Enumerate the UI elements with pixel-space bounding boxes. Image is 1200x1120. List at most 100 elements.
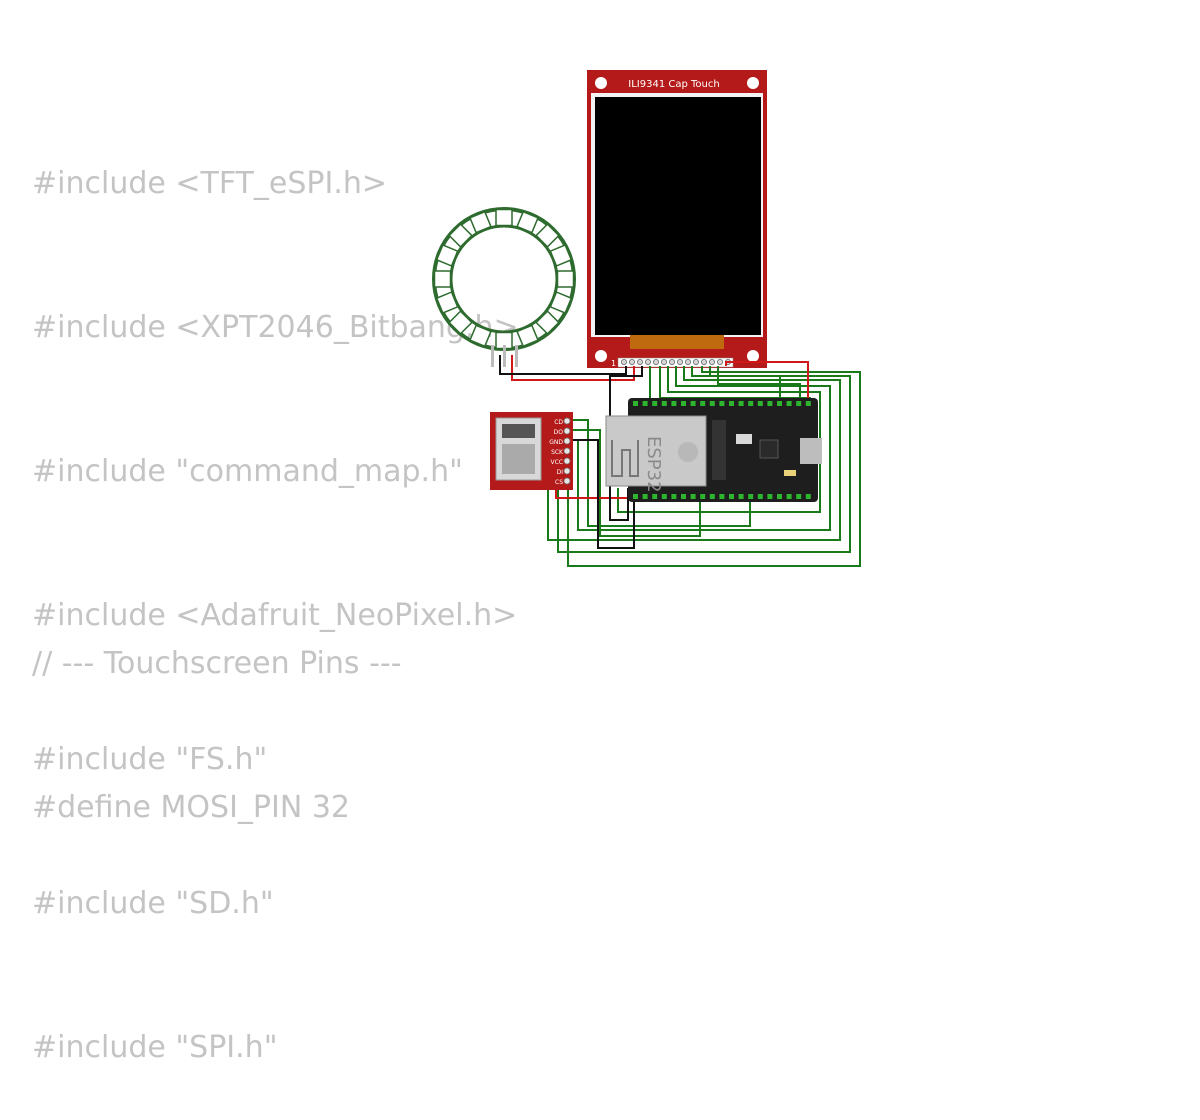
esp32-pin xyxy=(690,494,696,499)
wire-black xyxy=(499,355,627,375)
esp32-pin xyxy=(777,401,782,406)
code-line: #include "SD.h" xyxy=(32,886,274,921)
esp32-pin xyxy=(767,494,773,499)
sd-pin-label: DI xyxy=(557,469,564,476)
neopixel-led xyxy=(549,244,573,267)
esp32-pin xyxy=(709,401,715,406)
wire-red xyxy=(511,355,635,381)
usb-chip xyxy=(759,439,779,459)
sd-pin xyxy=(563,447,571,455)
ili9341-display[interactable]: ILI9341 Cap Touch 1 xyxy=(587,70,767,368)
header-pin xyxy=(629,358,636,365)
sd-pin xyxy=(563,457,571,465)
neopixel-led xyxy=(549,291,573,314)
esp32-pin xyxy=(661,401,667,406)
esp32-pin xyxy=(738,494,744,499)
esp32-pin xyxy=(652,494,658,499)
header-pin xyxy=(717,358,724,365)
display-pins xyxy=(621,358,732,365)
esp32-pin xyxy=(767,401,773,406)
ring-leds xyxy=(433,208,575,350)
sd-pin xyxy=(563,437,571,445)
header-pin xyxy=(693,358,700,365)
neopixel-led xyxy=(448,223,473,248)
esp32-pin xyxy=(796,494,802,499)
code-line: #include <TFT_eSPI.h> xyxy=(32,166,388,201)
esp32-pin xyxy=(652,401,658,406)
esp32-pin xyxy=(633,494,638,499)
sd-pin xyxy=(563,427,571,435)
esp32-pin xyxy=(661,494,667,499)
sd-pin-label: SCK xyxy=(551,449,564,456)
header-pin xyxy=(653,358,660,365)
esp32-pin xyxy=(671,401,677,406)
ring-pin xyxy=(515,345,518,367)
neopixel-led xyxy=(516,210,539,234)
esp32-chip-label: ESP32 xyxy=(643,436,664,493)
display-flex-cable xyxy=(630,335,724,349)
esp32-pin xyxy=(805,494,811,499)
neopixel-led xyxy=(448,310,473,335)
wire-red xyxy=(725,361,809,410)
led-indicator xyxy=(784,470,796,476)
sd-pin xyxy=(563,477,571,485)
esp32-pin xyxy=(690,401,696,406)
sd-pin-label: VCC xyxy=(551,459,563,466)
neopixel-led xyxy=(535,310,560,335)
esp32-pin xyxy=(796,401,802,406)
esp32-pin xyxy=(786,494,792,499)
sd-pin-label: CD xyxy=(554,419,563,426)
neopixel-led xyxy=(495,208,513,227)
wire-green xyxy=(717,366,801,398)
sd-card xyxy=(502,424,535,438)
esp32-pin xyxy=(729,401,734,406)
sd-pin xyxy=(563,467,571,475)
wire-green xyxy=(709,366,781,398)
esp32-pin xyxy=(786,401,792,406)
esp32-pin xyxy=(700,494,706,499)
wire-black xyxy=(565,439,635,549)
esp32-devkit[interactable]: ESP32 xyxy=(605,398,822,502)
display-screen[interactable] xyxy=(595,97,761,335)
sd-pin-label: GND xyxy=(549,439,563,446)
ring-pin xyxy=(491,345,494,367)
header-pin xyxy=(645,358,652,365)
wire-green xyxy=(565,429,701,537)
mount-hole xyxy=(595,350,607,362)
header-pin xyxy=(677,358,684,365)
display-header xyxy=(617,357,734,368)
esp32-pin xyxy=(805,401,811,406)
esp32-pins-top xyxy=(633,401,811,406)
code-line: #include <Adafruit_NeoPixel.h> xyxy=(32,598,518,633)
antenna-icon xyxy=(611,440,639,477)
sd-card-body xyxy=(502,444,535,474)
esp32-pin xyxy=(748,494,754,499)
esp32-pin xyxy=(709,494,715,499)
esp32-pin xyxy=(729,494,734,499)
wire-green xyxy=(565,419,751,527)
neopixel-ring[interactable] xyxy=(432,207,576,367)
esp32-pin xyxy=(642,401,648,406)
espressif-logo-icon xyxy=(678,442,698,462)
esp32-pin xyxy=(681,494,686,499)
code-line: #define MOSI_PIN 32 xyxy=(32,790,351,825)
mount-hole xyxy=(747,350,759,362)
esp32-pin xyxy=(700,401,706,406)
header-pin xyxy=(685,358,692,365)
esp32-pin xyxy=(719,401,725,406)
mount-hole xyxy=(747,77,759,89)
header-pin xyxy=(621,358,628,365)
circuit-diagram[interactable]: ILI9341 Cap Touch 1 CD xyxy=(0,0,1200,630)
header-pin xyxy=(669,358,676,365)
usb-port[interactable] xyxy=(800,438,822,464)
display-label: ILI9341 Cap Touch xyxy=(628,79,719,90)
sd-pin-label: DO xyxy=(554,429,564,436)
mount-hole xyxy=(595,77,607,89)
esp32-pins-bottom xyxy=(633,494,811,499)
neopixel-led xyxy=(556,270,575,288)
esp32-pin xyxy=(719,494,725,499)
boot-button[interactable] xyxy=(736,434,752,444)
ring-pin xyxy=(503,345,506,367)
